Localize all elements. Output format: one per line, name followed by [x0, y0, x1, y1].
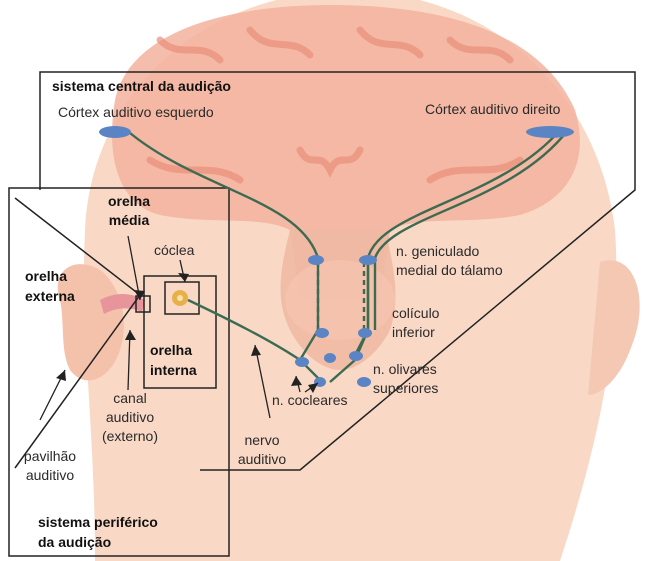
olivary-left — [295, 357, 309, 367]
inner-ear-label-1: orelha — [150, 342, 192, 359]
nerve-label-2: auditivo — [232, 451, 292, 468]
olivary-right — [349, 351, 363, 361]
outer-ear-label-2: externa — [25, 288, 75, 305]
geniculate-right — [359, 255, 377, 265]
nerve-label-1: nervo — [232, 432, 292, 449]
colliculus-left — [315, 328, 329, 338]
left-cortex-label: Córtex auditivo esquerdo — [58, 104, 214, 121]
geniculate-label-2: medial do tálamo — [396, 262, 503, 279]
pinna-label-2: auditivo — [15, 467, 85, 484]
ear-canal-label-3: (externo) — [87, 428, 173, 445]
geniculate-left — [308, 255, 324, 265]
olivary-label-1: n. olivares — [373, 361, 437, 378]
peripheral-system-title-2: da audição — [38, 534, 111, 551]
cochlear-nuclei-label: n. cocleares — [272, 392, 347, 409]
central-system-title: sistema central da audição — [52, 78, 231, 95]
right-cortex-nucleus — [526, 126, 574, 138]
inner-ear-label-2: interna — [150, 362, 197, 379]
cochlear-nucleus-right — [357, 377, 371, 387]
cochlea-label: cóclea — [154, 242, 194, 259]
geniculate-label-1: n. geniculado — [396, 243, 479, 260]
colliculus-label-2: inferior — [392, 324, 435, 341]
middle-ear-label-2: média — [99, 212, 159, 229]
ear-canal-label-2: auditivo — [95, 409, 165, 426]
right-cortex-label: Córtex auditivo direito — [425, 101, 560, 118]
colliculus-label-1: colículo — [392, 305, 439, 322]
ear-canal-label-1: canal — [95, 390, 165, 407]
pinna-label-1: pavilhão — [15, 448, 85, 465]
cerebellum — [285, 260, 395, 340]
colliculus-right — [358, 328, 372, 338]
middle-ear-label-1: orelha — [99, 193, 159, 210]
peripheral-system-title-1: sistema periférico — [38, 514, 158, 531]
left-cortex-nucleus — [99, 126, 131, 138]
olivary-label-2: superiores — [373, 380, 438, 397]
olivary-mid — [324, 353, 336, 363]
outer-ear-label-1: orelha — [25, 268, 67, 285]
